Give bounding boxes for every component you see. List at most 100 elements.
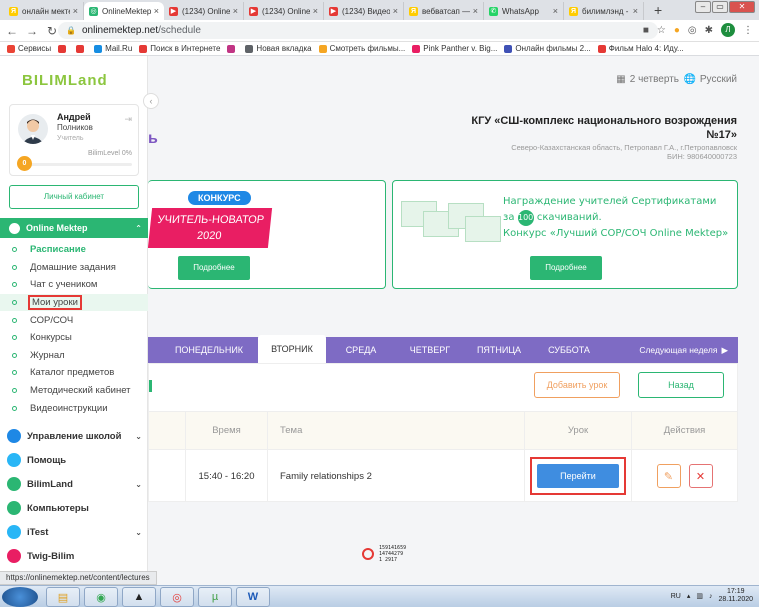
chrome-icon[interactable]: ◉ bbox=[84, 587, 118, 607]
sidebar-item[interactable]: Мои уроки bbox=[0, 293, 148, 312]
day-tab[interactable]: ПОНЕДЕЛЬНИК bbox=[174, 345, 244, 355]
forward-arrow-icon[interactable]: → bbox=[26, 23, 38, 38]
browser-tab[interactable]: ◎OnlineMektep× bbox=[84, 2, 164, 20]
opera-icon[interactable]: ◎ bbox=[687, 24, 697, 36]
url-field[interactable]: 🔒 onlinemektep.net /schedule bbox=[58, 22, 658, 39]
bookmark-item[interactable]: Поиск в Интернете bbox=[139, 44, 220, 53]
browser-tab[interactable]: ▶(1234) Online× bbox=[244, 2, 324, 20]
next-week-button[interactable]: Следующая неделя▶ bbox=[639, 345, 738, 356]
logout-icon[interactable]: ⇥ bbox=[124, 114, 132, 124]
sidebar-section[interactable]: Twig-Bilim bbox=[0, 545, 148, 567]
tab-close-icon[interactable]: × bbox=[632, 6, 638, 16]
sidebar-section[interactable]: iTest⌄ bbox=[0, 521, 148, 543]
bookmark-item[interactable] bbox=[227, 44, 238, 53]
sidebar-item[interactable]: Методический кабинет bbox=[0, 382, 148, 400]
browser-tab[interactable]: ▶(1234) Online× bbox=[164, 2, 244, 20]
word-icon[interactable]: W bbox=[236, 587, 270, 607]
day-tab[interactable]: ВТОРНИК bbox=[258, 335, 326, 363]
online-mektep-menu-header[interactable]: Online Mektep ⌃ bbox=[0, 218, 148, 238]
start-button[interactable] bbox=[2, 587, 38, 607]
day-tab[interactable]: СУББОТА bbox=[548, 345, 590, 355]
new-tab-button[interactable]: + bbox=[654, 2, 663, 18]
network-icon[interactable]: ▥ bbox=[696, 593, 703, 600]
term-selector[interactable]: ▦ 2 четверть bbox=[616, 74, 679, 85]
sidebar-collapse-button[interactable]: ‹ bbox=[143, 93, 159, 109]
day-tab[interactable]: ПЯТНИЦА bbox=[476, 345, 522, 355]
bookmark-label: Pink Panther v. Big... bbox=[423, 44, 498, 53]
language-selector[interactable]: 🌐 Русский bbox=[683, 74, 737, 85]
sidebar-section[interactable]: Компьютеры bbox=[0, 497, 148, 519]
sidebar-item[interactable]: Расписание bbox=[0, 241, 148, 259]
bookmark-item[interactable]: Онлайн фильмы 2... bbox=[504, 44, 591, 53]
contest-more-button[interactable]: Подробнее bbox=[178, 256, 250, 280]
sidebar-section[interactable]: BilimLand⌄ bbox=[0, 473, 148, 495]
tab-close-icon[interactable]: × bbox=[552, 6, 558, 16]
bookmark-item[interactable]: Новая вкладка bbox=[245, 44, 312, 53]
tab-close-icon[interactable]: × bbox=[72, 6, 78, 16]
sidebar-item[interactable]: СОР/СОЧ bbox=[0, 311, 148, 329]
sidebar-item[interactable]: Журнал bbox=[0, 347, 148, 365]
sidebar-item-label: Чат с учеником bbox=[30, 279, 98, 291]
volume-icon[interactable]: ♪ bbox=[708, 592, 713, 600]
sidebar-item-label: Каталог предметов bbox=[30, 367, 115, 379]
utorrent-icon[interactable]: µ bbox=[198, 587, 232, 607]
go-to-lesson-button[interactable]: Перейти bbox=[537, 464, 619, 488]
puzzle-icon[interactable]: ✱ bbox=[704, 24, 713, 36]
lesson-time: 15:40 - 16:20 bbox=[186, 450, 268, 502]
reload-icon[interactable]: ↻ bbox=[46, 23, 58, 38]
bookmark-item[interactable] bbox=[58, 44, 69, 53]
minimize-button[interactable]: – bbox=[695, 1, 711, 13]
browser-tab[interactable]: ✆WhatsApp× bbox=[484, 2, 564, 20]
profile-avatar-icon[interactable]: Л bbox=[721, 23, 735, 37]
back-button[interactable]: Назад bbox=[638, 372, 724, 398]
sidebar-section[interactable]: Помощь bbox=[0, 449, 148, 471]
add-lesson-button[interactable]: Добавить урок bbox=[534, 372, 620, 398]
bookmark-item[interactable]: Фильм Halo 4: Иду... bbox=[597, 44, 684, 53]
app-triangle-icon[interactable]: ▲ bbox=[122, 587, 156, 607]
bookmark-item[interactable]: Pink Panther v. Big... bbox=[412, 44, 497, 53]
camera-icon[interactable]: ■ bbox=[642, 24, 649, 36]
bookmark-item[interactable] bbox=[76, 44, 87, 53]
sidebar-item[interactable]: Каталог предметов bbox=[0, 364, 148, 382]
browser-tab[interactable]: ▶(1234) Видео× bbox=[324, 2, 404, 20]
logo-text: BILIMLand bbox=[22, 72, 108, 89]
star-icon[interactable]: ☆ bbox=[656, 24, 666, 36]
contest-title-block: УЧИТЕЛЬ-НОВАТОР 2020 bbox=[148, 208, 273, 248]
certificates-more-button[interactable]: Подробнее bbox=[530, 256, 602, 280]
sidebar-item[interactable]: Чат с учеником bbox=[0, 276, 148, 294]
file-explorer-icon[interactable]: ▤ bbox=[46, 587, 80, 607]
day-tab[interactable]: ЧЕТВЕРГ bbox=[409, 345, 451, 355]
maximize-button[interactable]: ▭ bbox=[712, 1, 728, 13]
day-tab[interactable]: СРЕДА bbox=[345, 345, 377, 355]
tab-close-icon[interactable]: × bbox=[392, 6, 398, 16]
app-eye-icon[interactable]: ◎ bbox=[160, 587, 194, 607]
back-arrow-icon[interactable]: ← bbox=[6, 23, 18, 38]
tab-close-icon[interactable]: × bbox=[232, 6, 238, 16]
sidebar-item[interactable]: Домашние задания bbox=[0, 259, 148, 277]
personal-cabinet-button[interactable]: Личный кабинет bbox=[9, 185, 139, 209]
tab-close-icon[interactable]: × bbox=[312, 6, 318, 16]
bookmark-item[interactable]: Сервисы bbox=[7, 44, 51, 53]
bookmark-item[interactable]: Смотреть фильмы... bbox=[318, 44, 405, 53]
bilimland-logo[interactable]: BILIMLand bbox=[22, 72, 108, 89]
section-icon bbox=[7, 549, 21, 563]
menu-dots-icon[interactable]: ⋮ bbox=[743, 24, 753, 36]
extension-icon[interactable]: ● bbox=[673, 24, 680, 36]
sidebar-item[interactable]: Видеоинструкции bbox=[0, 399, 148, 417]
delete-x-icon[interactable]: ✕ bbox=[688, 464, 713, 488]
sidebar-section[interactable]: Управление школой⌄ bbox=[0, 425, 148, 447]
url-path: /schedule bbox=[158, 25, 201, 36]
close-window-button[interactable]: ✕ bbox=[729, 1, 755, 13]
edit-pencil-icon[interactable]: ✎ bbox=[656, 464, 681, 488]
clock[interactable]: 17:19 28.11.2020 bbox=[718, 588, 753, 604]
tab-close-icon[interactable]: × bbox=[153, 6, 159, 16]
language-indicator[interactable]: RU bbox=[670, 592, 681, 600]
tab-close-icon[interactable]: × bbox=[472, 6, 478, 16]
bookmark-item[interactable]: Mail.Ru bbox=[94, 44, 132, 53]
tab-favicon-icon: Я bbox=[569, 6, 578, 16]
tray-arrow-icon[interactable]: ▴ bbox=[686, 593, 691, 600]
sidebar-item[interactable]: Конкурсы bbox=[0, 329, 148, 347]
